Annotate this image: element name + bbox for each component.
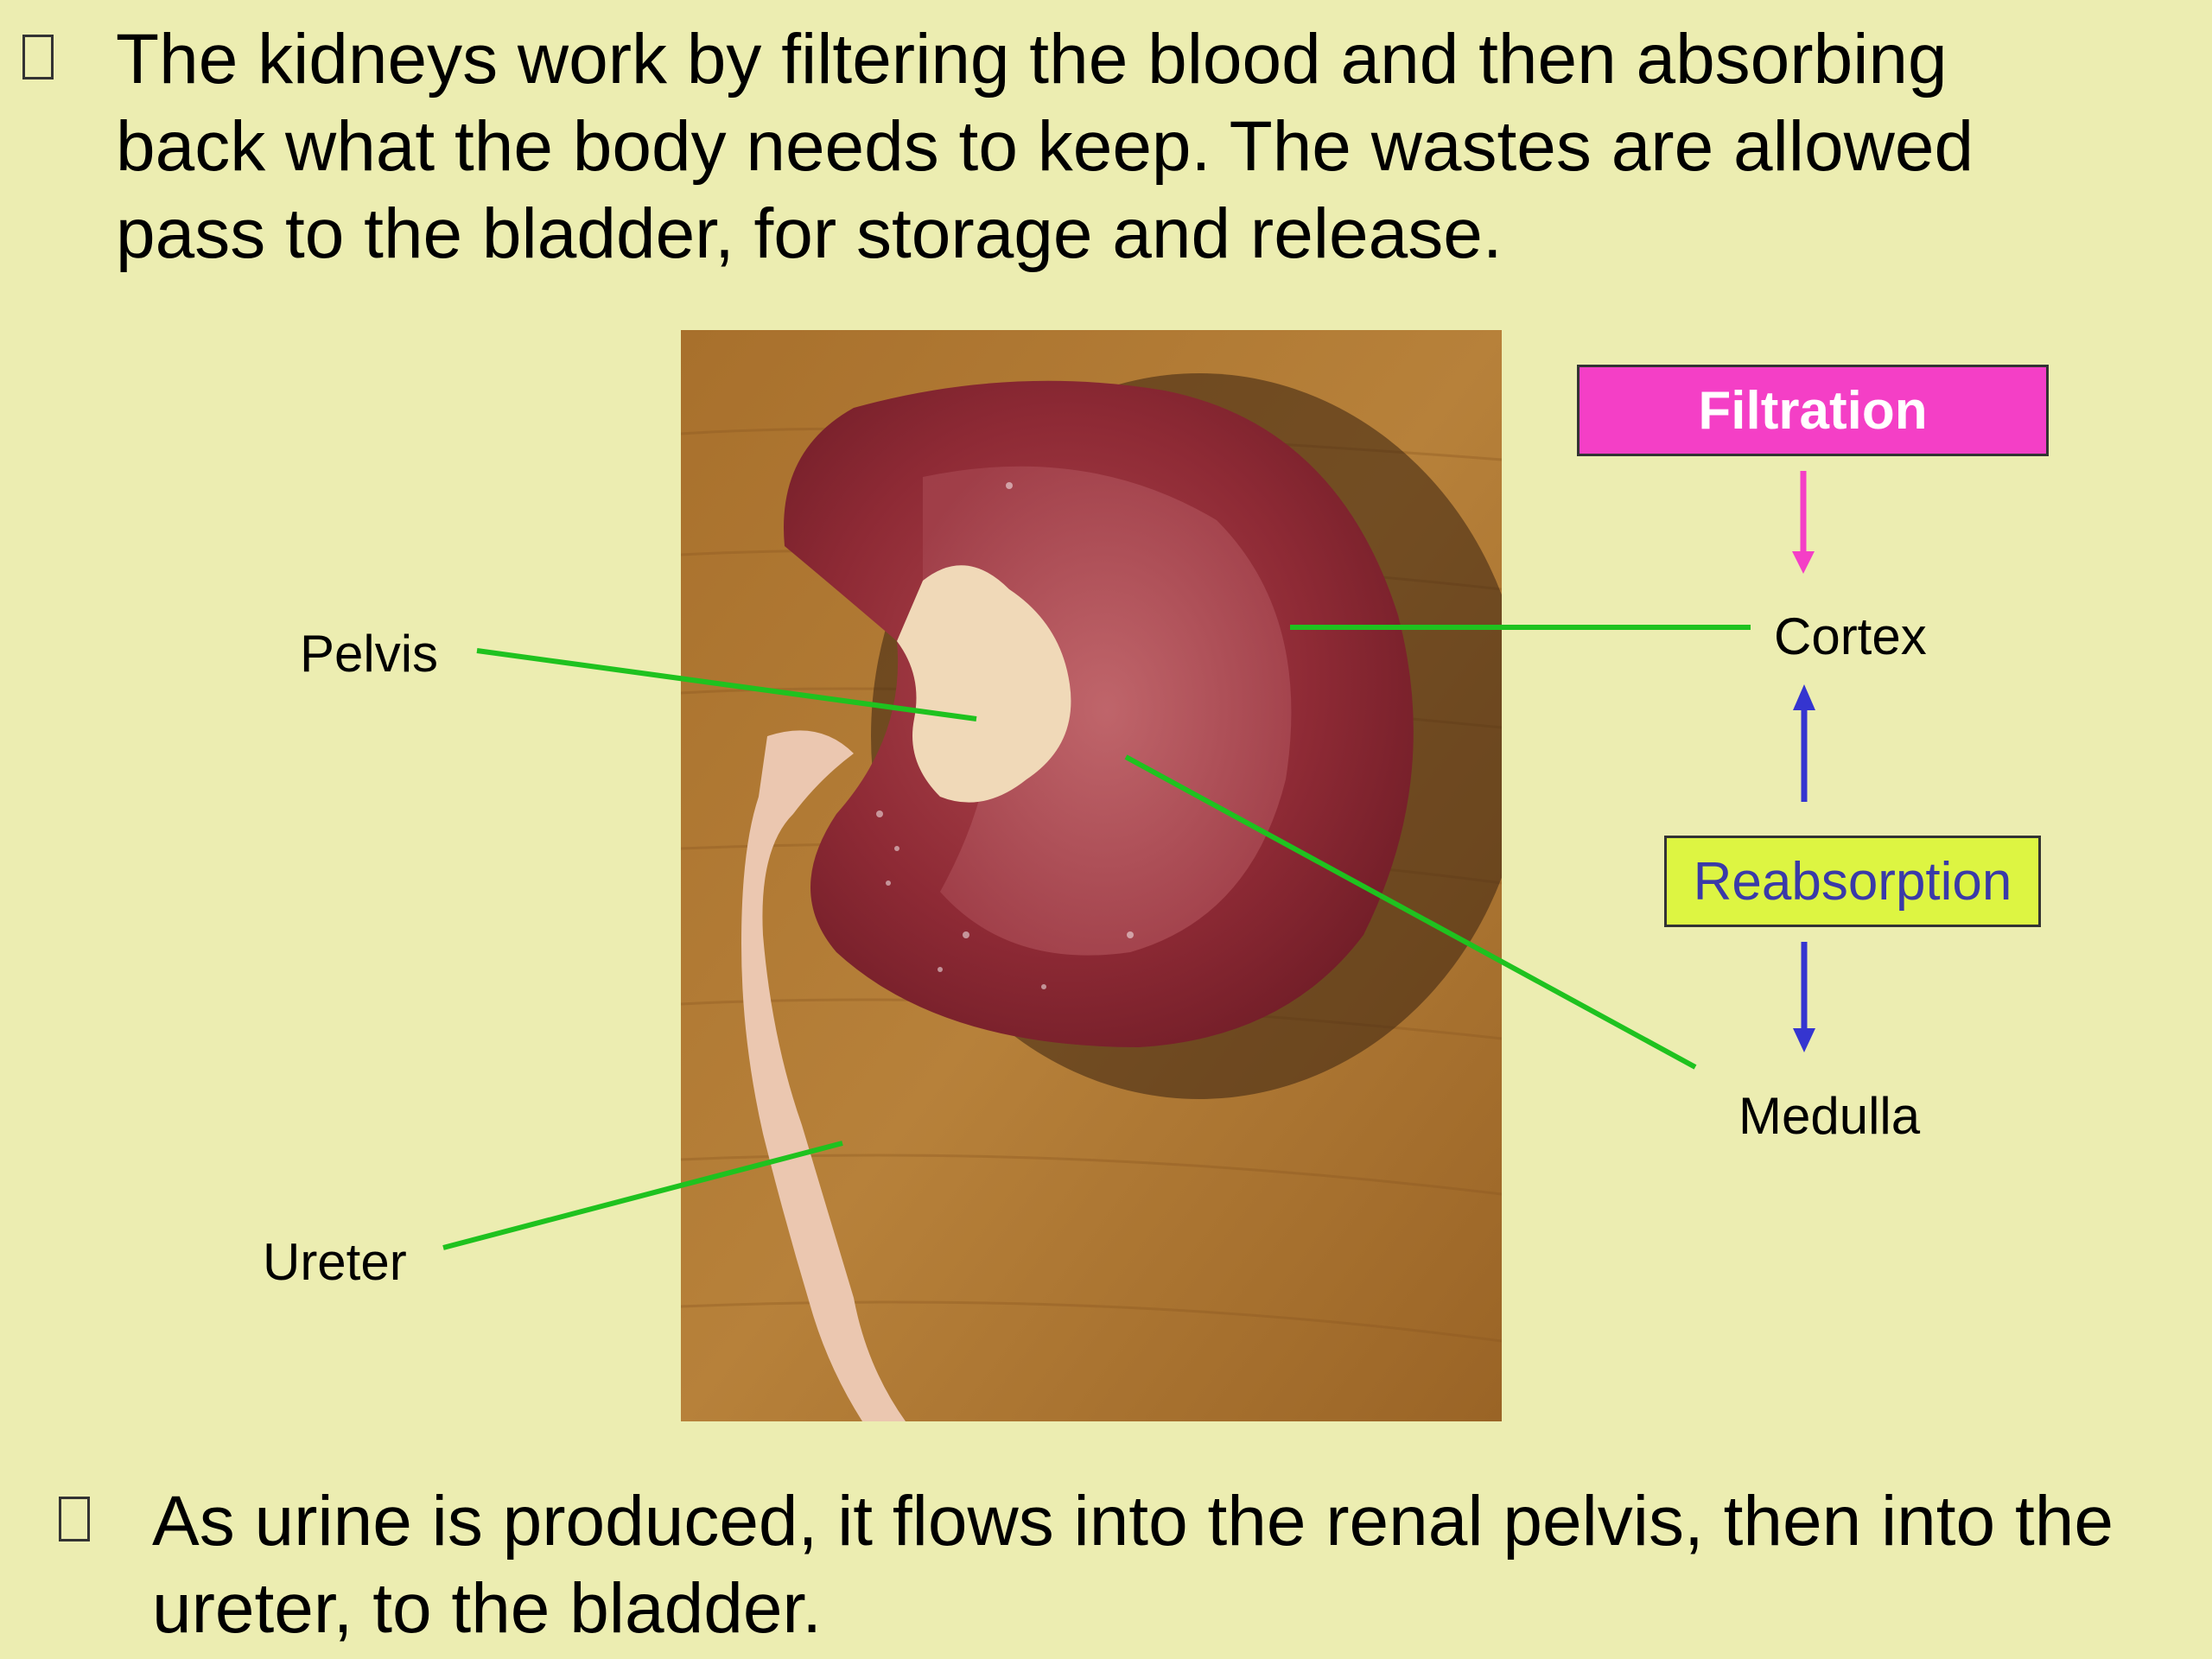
pelvis-leader-line [476, 648, 977, 721]
reabsorption-up-arrow-icon [1793, 684, 1815, 802]
ureter-leader-line [442, 1141, 843, 1250]
intro-paragraph: The kidneys work by filtering the blood … [116, 20, 1974, 273]
urine-flow-paragraph: As urine is produced, it flows into the … [152, 1482, 2113, 1648]
reabsorption-box-label: Reabsorption [1693, 851, 2012, 912]
reabsorption-down-arrow-icon [1793, 942, 1815, 1052]
kidney-photo [681, 330, 1502, 1421]
ureter-label: Ureter [263, 1233, 407, 1291]
medulla-leader-line [1124, 754, 1697, 1070]
filtration-arrow-icon [1792, 471, 1815, 574]
pelvis-label: Pelvis [300, 625, 439, 683]
cortex-label: Cortex [1774, 607, 1927, 665]
reabsorption-box: Reabsorption [1664, 836, 2041, 927]
bullet-square-icon [59, 1497, 90, 1541]
bullet-square-icon [22, 35, 54, 79]
medulla-label: Medulla [1738, 1087, 1921, 1145]
filtration-box-label: Filtration [1698, 380, 1928, 441]
filtration-box: Filtration [1577, 365, 2049, 456]
